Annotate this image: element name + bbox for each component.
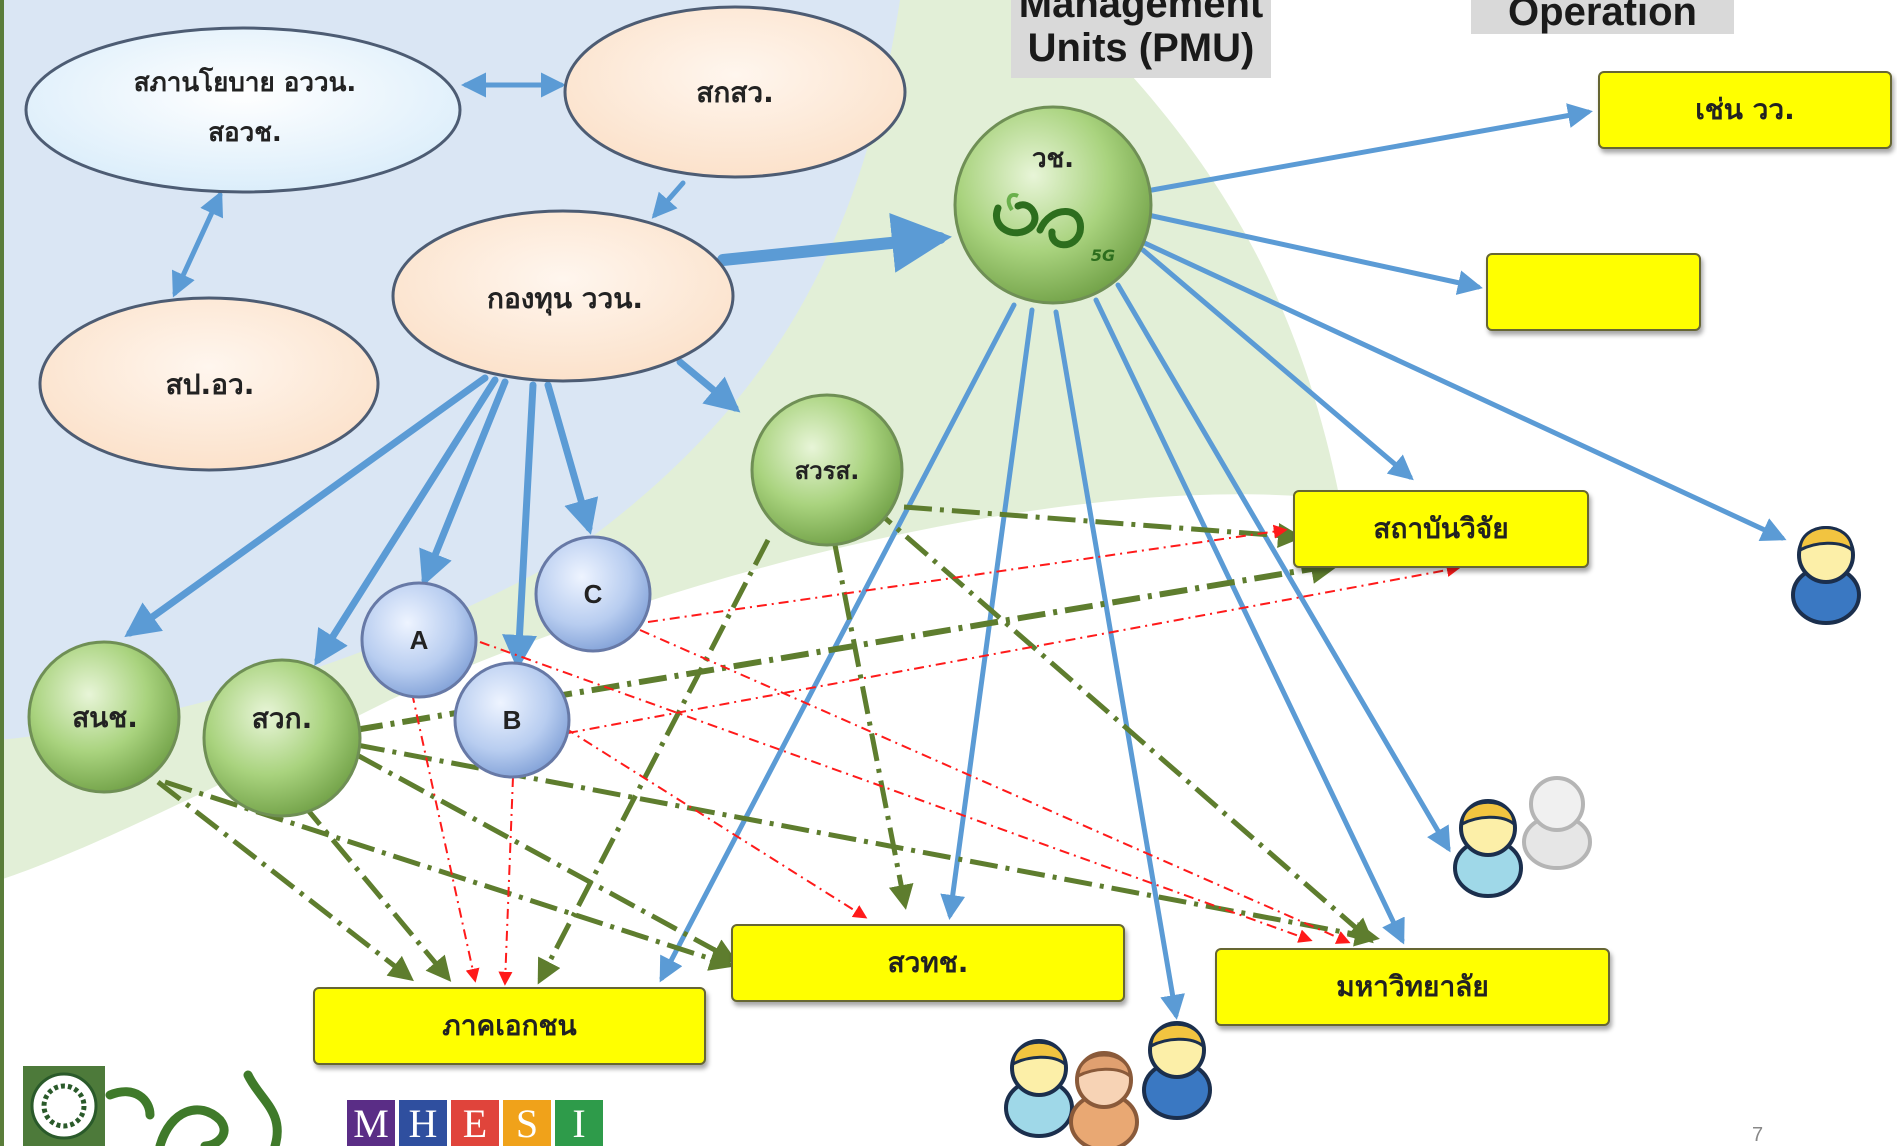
wch-logo-icon	[993, 201, 1084, 249]
person-icon-2	[1453, 799, 1523, 898]
arrow-fund-b	[502, 381, 537, 670]
blank-box	[1486, 253, 1701, 331]
r-b-research	[567, 563, 1461, 734]
mhesi-letter-i: I	[555, 1100, 603, 1146]
mhesi-letter-m: M	[347, 1100, 395, 1146]
policy-council-node	[24, 26, 462, 194]
arrow-fund-a	[419, 378, 509, 587]
person-icon-1	[1791, 526, 1861, 625]
arrow-fund-c	[544, 381, 599, 535]
arrow-wch-egwor	[1149, 103, 1593, 193]
snch-node	[27, 640, 181, 794]
swrs-node	[750, 393, 904, 547]
arrow-wch-private	[659, 302, 1017, 983]
seal-logo	[23, 1066, 105, 1146]
mhesi-letter-e: E	[451, 1100, 499, 1146]
r-a-private	[411, 692, 480, 983]
swk-node	[202, 658, 362, 818]
arrow-wch-person1	[1135, 237, 1787, 541]
person-icon-3b	[1069, 1051, 1139, 1146]
a-node	[360, 581, 478, 699]
g-swrs-research	[903, 504, 1303, 548]
eg-wor-box: เช่น วว.	[1598, 71, 1892, 149]
mhesi-logo: M H E S I	[347, 1100, 603, 1146]
g-swk-private	[300, 801, 452, 982]
operation-header: Operation	[1471, 0, 1734, 34]
g-swrs-university	[868, 503, 1374, 944]
g-snch-private	[156, 780, 414, 982]
arrow-wch-research	[1140, 247, 1414, 481]
operation-header-text: Operation	[1508, 0, 1697, 34]
page-number: 7	[1752, 1124, 1764, 1146]
arrow-policy-spow	[171, 190, 224, 298]
r-b-swtch	[564, 727, 868, 919]
research-institute-box: สถาบันวิจัย	[1293, 490, 1589, 568]
person-icon-grey	[1522, 776, 1592, 870]
fund-node	[391, 209, 735, 383]
swtch-box: สวทช.	[731, 924, 1125, 1002]
g-swrs-private	[537, 538, 771, 985]
r-c-research	[647, 524, 1288, 623]
pmu-header: Management Units (PMU)	[1011, 0, 1271, 78]
g-swrs-swtch	[832, 544, 914, 910]
wch-node	[953, 105, 1153, 305]
c-node	[534, 535, 652, 653]
arrow-wch-blank	[1145, 212, 1483, 295]
skswo-node	[563, 5, 907, 179]
r-a-university	[479, 641, 1313, 943]
private-sector-box: ภาคเอกชน	[313, 987, 706, 1065]
sp-ow-node	[38, 296, 380, 472]
mhesi-letter-h: H	[399, 1100, 447, 1146]
arrow-fund-snch	[124, 374, 489, 638]
arrow-fund-swk	[314, 376, 499, 666]
b-node	[453, 661, 571, 779]
person-icon-3a	[1004, 1039, 1074, 1138]
g-swk-swtch	[355, 752, 738, 963]
arrow-wch-people3	[1053, 309, 1185, 1020]
r-c-university	[639, 629, 1351, 944]
arrow-fund-wch	[717, 212, 952, 273]
mhesi-letter-s: S	[503, 1100, 551, 1146]
arrow-skswo-fund	[651, 180, 686, 219]
pmu-header-text: Management Units (PMU)	[1018, 0, 1264, 70]
arrow-fund-swrs	[676, 358, 741, 413]
wch-footer-logo	[105, 1070, 282, 1146]
arrow-wch-university	[1093, 297, 1405, 945]
r-b-private	[498, 776, 514, 986]
arrow-wch-people2	[1115, 282, 1451, 853]
person-icon-3c	[1142, 1021, 1212, 1120]
university-box: มหาวิทยาลัย	[1215, 948, 1610, 1026]
blue-arrows	[124, 72, 1787, 1020]
left-border	[0, 0, 4, 1146]
g-swk-university	[356, 742, 1380, 947]
red-arrows	[411, 524, 1461, 986]
